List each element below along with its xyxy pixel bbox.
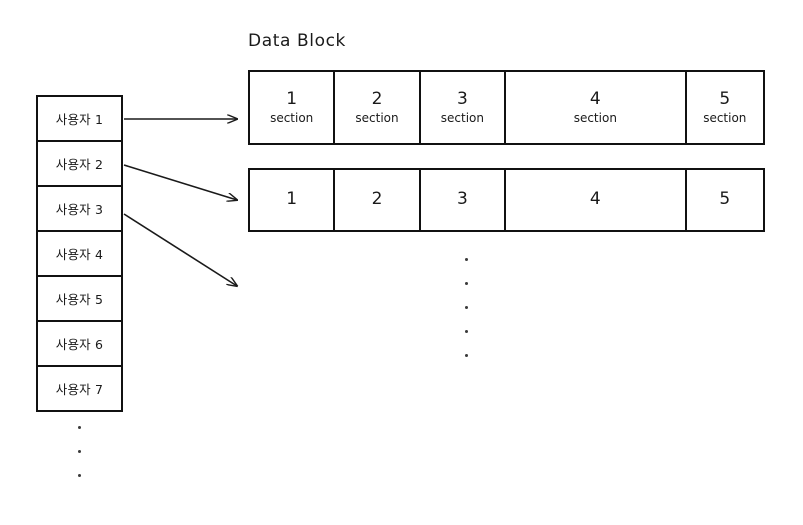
cell-sublabel: section: [573, 110, 617, 125]
cell-number: 5: [719, 89, 731, 110]
data-block-cell[interactable]: 4: [506, 170, 687, 230]
list-item[interactable]: 사용자 5: [38, 277, 121, 322]
arrow-user2-to-row2: [123, 164, 237, 200]
ellipsis-dot: [464, 306, 468, 309]
list-item[interactable]: 사용자 6: [38, 322, 121, 367]
ellipsis-dot: [78, 474, 81, 477]
ellipsis-dot: [78, 426, 81, 429]
cell-number: 3: [456, 89, 468, 110]
ellipsis-dot: [78, 450, 81, 453]
cell-number: 2: [371, 89, 383, 110]
cell-sublabel: section: [440, 110, 484, 125]
cell-number: 2: [371, 189, 383, 210]
list-item[interactable]: 사용자 1: [38, 97, 121, 142]
data-block-cell[interactable]: 3 section: [420, 72, 507, 143]
ellipsis-dot: [464, 354, 468, 357]
data-block-cell[interactable]: 5 section: [686, 72, 763, 143]
data-block-cell[interactable]: 5: [686, 170, 763, 230]
user-list-ellipsis: [36, 426, 123, 498]
ellipsis-dot: [464, 258, 468, 261]
cell-sublabel: section: [355, 110, 399, 125]
data-block-row-2: 1 2 3 4 5: [248, 168, 765, 232]
data-block-cell[interactable]: 3: [420, 170, 507, 230]
arrow-user3-to-row3: [123, 213, 237, 286]
cell-number: 5: [719, 189, 731, 210]
data-block-cell[interactable]: 2: [335, 170, 421, 230]
data-block-cell[interactable]: 1 section: [250, 72, 336, 143]
data-block-cell[interactable]: 1: [250, 170, 336, 230]
ellipsis-dot: [464, 330, 468, 333]
data-block-cell[interactable]: 2 section: [335, 72, 421, 143]
data-block-title: Data Block: [248, 31, 346, 51]
cell-number: 4: [589, 89, 601, 110]
cell-number: 1: [286, 89, 298, 110]
list-item[interactable]: 사용자 3: [38, 187, 121, 232]
list-item[interactable]: 사용자 7: [38, 367, 121, 412]
user-list-column: 사용자 1 사용자 2 사용자 3 사용자 4 사용자 5 사용자 6 사용자 …: [36, 95, 123, 412]
cell-number: 4: [589, 189, 601, 210]
list-item[interactable]: 사용자 4: [38, 232, 121, 277]
cell-number: 3: [456, 189, 468, 210]
list-item[interactable]: 사용자 2: [38, 142, 121, 187]
data-block-cell[interactable]: 4 section: [506, 72, 687, 143]
cell-sublabel: section: [703, 110, 747, 125]
ellipsis-dot: [464, 282, 468, 285]
cell-sublabel: section: [270, 110, 314, 125]
cell-number: 1: [286, 189, 298, 210]
data-block-ellipsis: [448, 258, 484, 378]
data-block-row-1: 1 section 2 section 3 section 4 section …: [248, 70, 765, 145]
